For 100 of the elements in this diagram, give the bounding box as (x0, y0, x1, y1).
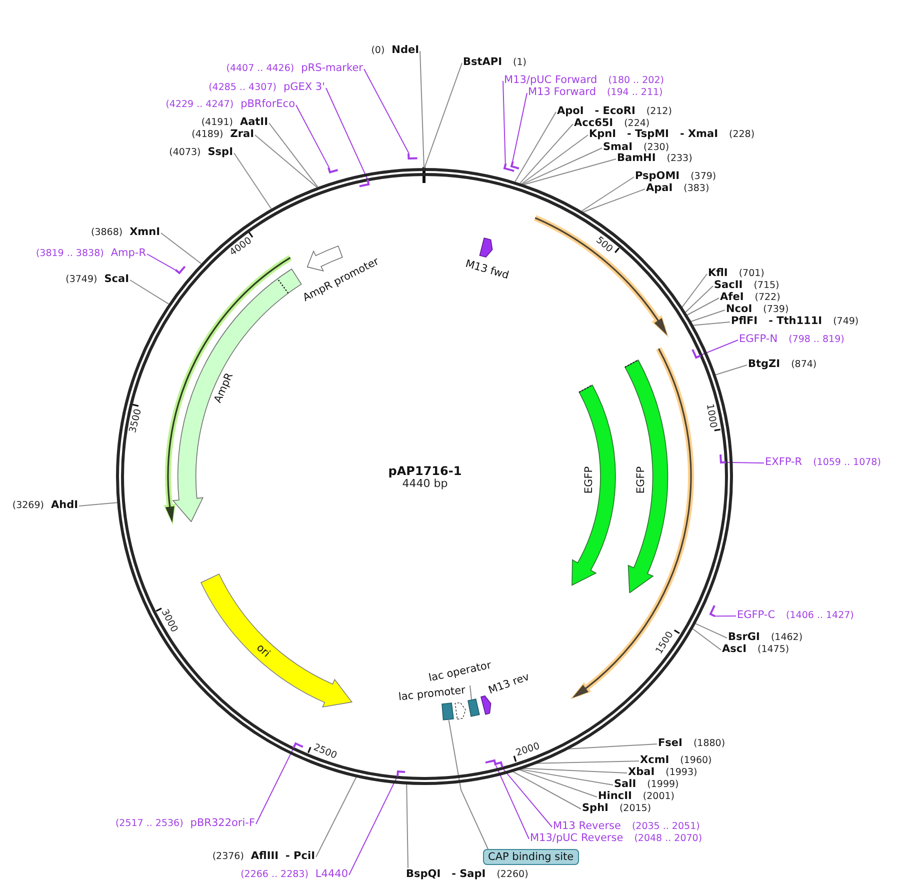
primer-name: pBRforEco (240, 98, 295, 110)
primer-binding-mark (396, 770, 406, 778)
leader-line (521, 134, 588, 184)
site-position: (701) (738, 268, 764, 278)
feature-label: ori (254, 642, 272, 660)
binding-site-box (441, 702, 455, 722)
site-position: (4073) (169, 148, 201, 158)
leader-line (691, 628, 722, 650)
site-position: (2376) (212, 852, 244, 862)
enzyme-name: SmaI (603, 142, 632, 152)
leader-line (520, 768, 628, 774)
enzyme-name: AhdI (50, 500, 78, 510)
primer-name: M13 Forward (528, 86, 596, 98)
leader-line (522, 148, 602, 185)
primer-binding-mark (691, 348, 702, 359)
enzyme-name: SacII (714, 280, 743, 290)
enzyme-name: - TspMI (627, 128, 669, 140)
primer-position: (1059 .. 1078) (813, 458, 881, 468)
site-position: (722) (754, 292, 780, 302)
feature-label: lac promoter (398, 685, 466, 703)
leader-line (690, 310, 726, 322)
leader-line (566, 744, 658, 750)
enzyme-name: - Tth111I (768, 316, 822, 326)
enzyme-name: ZraI (230, 128, 254, 140)
primer-name: M13/pUC Reverse (530, 832, 624, 844)
site-position: (1993) (666, 768, 698, 778)
leader-line (130, 280, 170, 304)
enzyme-name: BtgZI (748, 358, 780, 370)
primer-name: EXFP-R (765, 456, 802, 468)
leader-line (517, 768, 598, 798)
primer-position: (2266 .. 2283) (240, 870, 308, 880)
primer-name: pRS-marker (301, 62, 363, 74)
enzyme-name: NdeI (392, 44, 419, 56)
leader-line (254, 134, 318, 188)
enzyme-name: KflI (708, 268, 728, 278)
site-position: (3868) (90, 228, 123, 238)
site-position: (1999) (647, 780, 679, 790)
scale-label: 2000 (514, 742, 541, 758)
site-position: (224) (624, 118, 650, 128)
enzyme-name: AfeI (720, 292, 744, 302)
plasmid-size: 4440 bp (402, 478, 448, 489)
leader-line (502, 80, 506, 164)
leader-line (512, 770, 582, 810)
leader-line (424, 62, 462, 168)
gene-feature (172, 268, 302, 522)
leader-line (534, 760, 640, 764)
enzyme-name: HincII (598, 790, 632, 802)
enzyme-name: BsrGI (728, 632, 760, 642)
enzyme-name: ScaI (104, 274, 129, 284)
enzyme-name: SalI (614, 778, 636, 790)
leader-line (681, 274, 708, 308)
site-position: (379) (690, 172, 716, 182)
leader-line (502, 767, 552, 828)
primer-name: M13/pUC Forward (504, 74, 598, 86)
scale-label: 3500 (128, 408, 144, 434)
enzyme-name: XbaI (628, 766, 655, 778)
enzyme-name: NcoI (726, 304, 752, 314)
enzyme-name: BspQI (406, 868, 441, 880)
leader-line (234, 152, 272, 210)
primer-position: (798 .. 819) (788, 334, 844, 344)
leader-line (582, 188, 646, 213)
enzyme-name: - PciI (286, 850, 315, 862)
origin-feature (200, 572, 353, 708)
site-position: (228) (729, 130, 755, 140)
leader-line (692, 322, 730, 326)
primer-binding-mark (407, 152, 420, 160)
primer-position: (4285 .. 4307) (208, 82, 276, 92)
leader-line (684, 286, 714, 314)
primer-name: M13 Reverse (553, 820, 621, 832)
leader-line (512, 92, 528, 162)
gene-feature (570, 384, 616, 586)
site-position: (2001) (642, 792, 674, 802)
site-position: (2260) (496, 870, 528, 880)
leader-line (580, 176, 634, 212)
primer-name: pGEX 3' (283, 82, 325, 92)
site-position: (739) (763, 304, 789, 314)
enzyme-name: SspI (208, 146, 233, 158)
primer-binding-mark (709, 604, 717, 618)
operator-box (466, 698, 480, 718)
primer-binding-mark (174, 265, 186, 275)
primer-position: (2035 .. 2051) (632, 822, 700, 832)
leader-line (514, 112, 556, 182)
leader-line (326, 88, 368, 180)
site-position: (749) (833, 316, 859, 326)
leader-line (694, 622, 728, 638)
site-position: (3269) (12, 500, 44, 510)
leader-line (420, 50, 424, 168)
enzyme-name: XcmI (640, 754, 670, 766)
primer-binding-mark (718, 453, 728, 464)
primer-position: (1406 .. 1427) (786, 610, 854, 620)
enzyme-name: AatII (240, 116, 268, 128)
leader-line (686, 298, 720, 316)
leader-line (700, 340, 738, 356)
enzyme-name: PflFI (731, 316, 758, 326)
feature-tag: CAP binding site (483, 849, 579, 865)
plasmid-name: pAP1716-1 (388, 465, 462, 477)
primer-position: (4229 .. 4247) (166, 100, 234, 110)
site-position: (383) (684, 184, 710, 194)
enzyme-name: PspOMI (635, 170, 680, 182)
primer-name: EGFP-C (737, 610, 776, 620)
